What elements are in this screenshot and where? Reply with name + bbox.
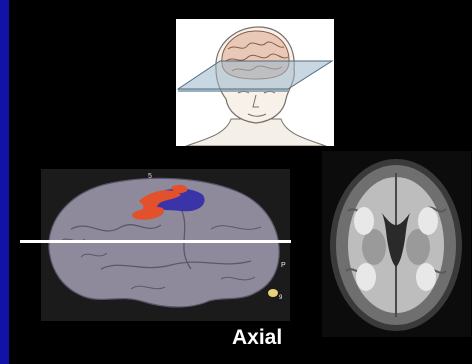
axial-caption: Axial [232,326,282,350]
left-accent-bar [0,0,9,364]
brain-label-num: 9 [279,295,283,301]
brain-surface-render: 5 P 9 [41,169,290,321]
axial-cut-line [20,240,291,243]
brain-label-top: 5 [148,173,152,180]
brain-label-p: P [281,262,286,269]
head-plane-illustration [176,19,334,146]
axial-mri-slice [322,151,471,337]
